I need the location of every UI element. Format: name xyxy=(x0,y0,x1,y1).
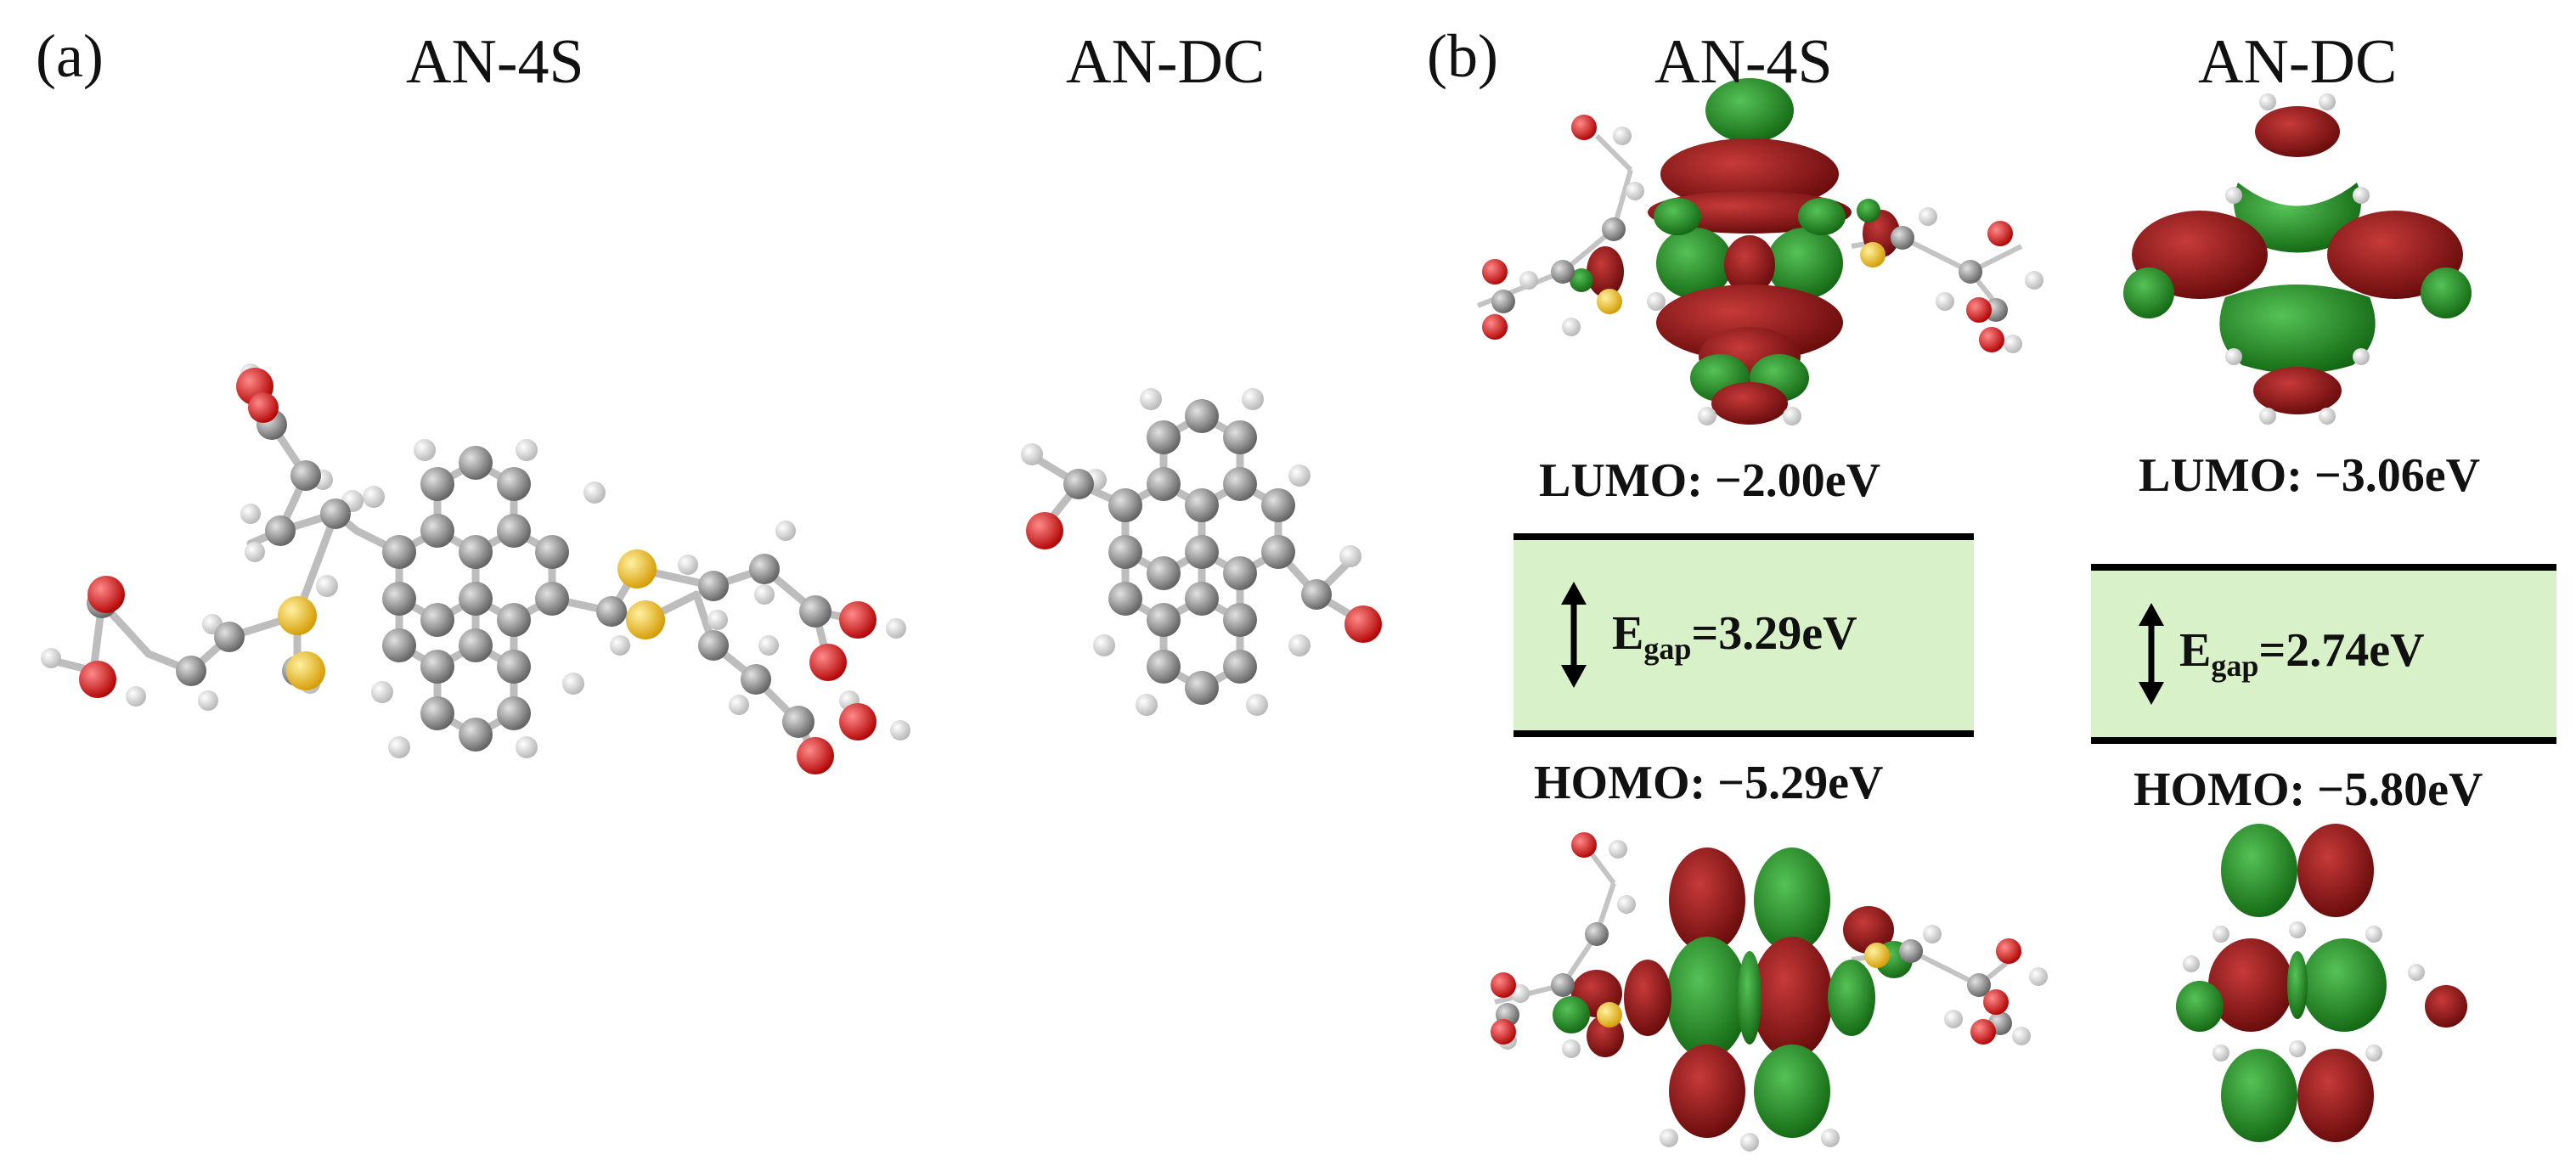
andc-gap-sub: gap xyxy=(2211,649,2259,683)
an4s-lumo-orbital xyxy=(1476,78,2043,425)
an4s-atoms xyxy=(41,363,910,774)
panel-a-title-an4s: AN-4S xyxy=(406,27,584,97)
andc-gap-symbol: E xyxy=(2179,624,2212,677)
panel-a-title-andc: AN-DC xyxy=(1066,27,1265,97)
an4s-homo-orbital xyxy=(1491,832,2048,1152)
andc-gap-label: Egap=2.74eV xyxy=(2179,627,2425,681)
an4s-structure xyxy=(41,363,910,774)
andc-lumo-label: LUMO: −3.06eV xyxy=(2139,449,2481,502)
an4s-gap-label: Egap=3.29eV xyxy=(1612,610,1857,664)
panel-b-title-an4s: AN-4S xyxy=(1654,27,1833,97)
andc-gap-arrow xyxy=(2139,603,2164,705)
an4s-gap-value: =3.29eV xyxy=(1691,607,1857,660)
panel-b-title-andc: AN-DC xyxy=(2198,27,2398,97)
andc-homo-orbital xyxy=(2176,824,2467,1142)
an4s-lumo-label: LUMO: −2.00eV xyxy=(1539,454,1881,507)
panel-b-label: (b) xyxy=(1427,22,1498,90)
andc-atoms xyxy=(1021,388,1382,716)
andc-gap-value: =2.74eV xyxy=(2258,624,2425,677)
an4s-gap-arrow xyxy=(1561,582,1587,688)
andc-gap-box xyxy=(2091,564,2556,744)
an4s-gap-symbol: E xyxy=(1612,607,1644,660)
andc-homo-label: HOMO: −5.80eV xyxy=(2134,763,2483,816)
panel-a-label: (a) xyxy=(36,22,104,90)
andc-structure xyxy=(1021,388,1382,716)
andc-lumo-orbital xyxy=(2123,93,2472,425)
an4s-homo-label: HOMO: −5.29eV xyxy=(1534,757,1884,809)
an4s-gap-box xyxy=(1513,533,1974,737)
an4s-gap-sub: gap xyxy=(1643,632,1692,666)
